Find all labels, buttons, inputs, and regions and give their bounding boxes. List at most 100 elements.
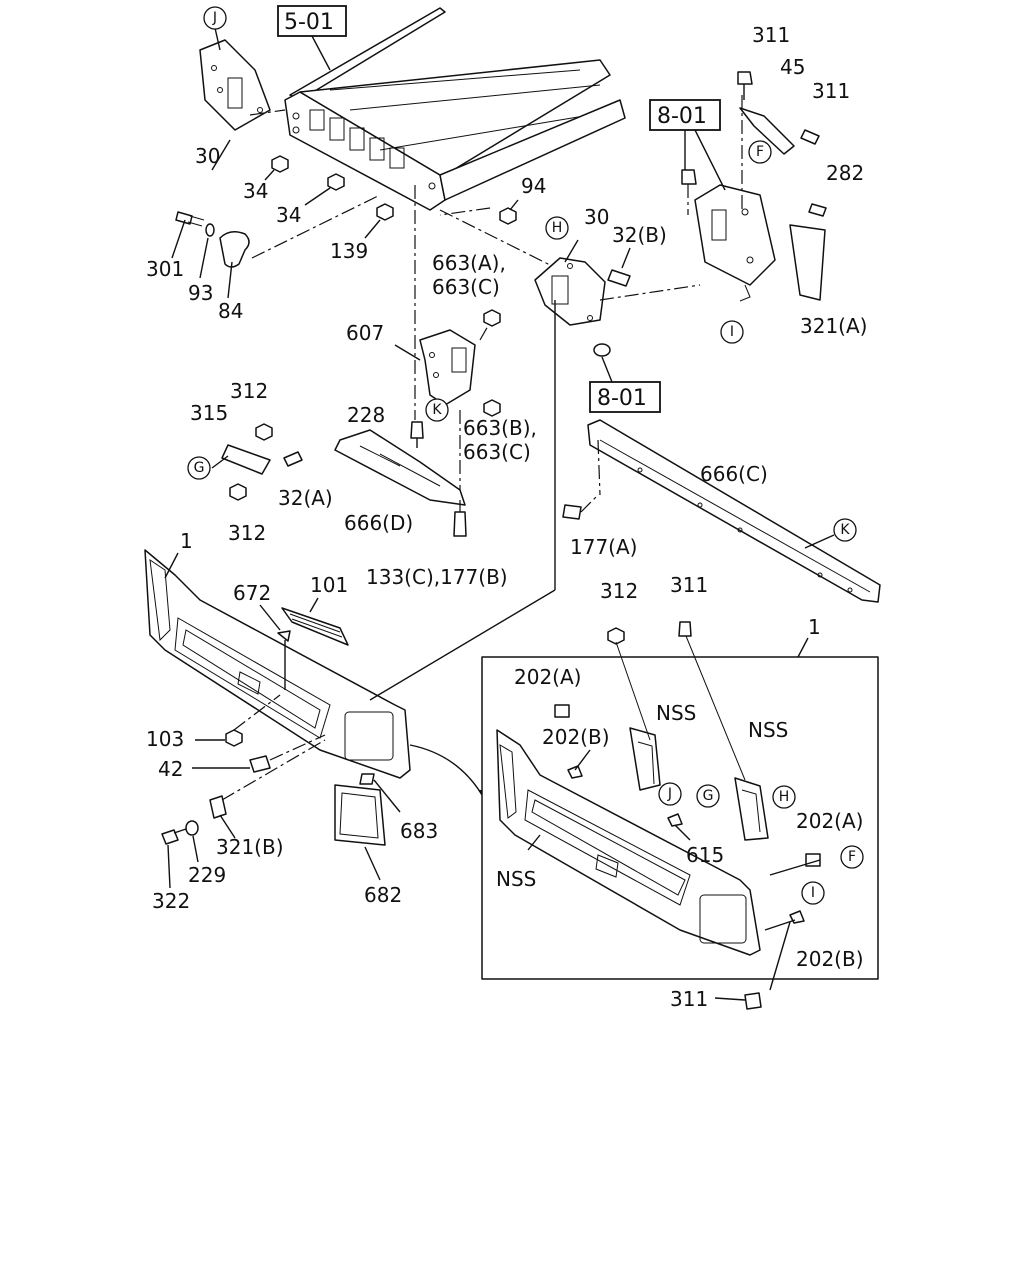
part-label-229: 229 <box>188 863 226 887</box>
part-label-177a: 177(A) <box>570 535 637 559</box>
bracket-315-assembly <box>211 423 303 501</box>
section-ref-frame-box <box>277 5 347 37</box>
part-label-315: 315 <box>190 401 228 425</box>
part-label-34-b: 34 <box>276 203 301 227</box>
bracket-mid-30 <box>534 239 701 590</box>
part-label-32a: 32(A) <box>278 486 333 510</box>
part-label-322: 322 <box>152 889 190 913</box>
part-label-311-right: 311 <box>812 79 850 103</box>
nut-139 <box>364 203 394 239</box>
part-label-139: 139 <box>330 239 368 263</box>
callout-K-beam: K <box>804 518 857 549</box>
part-label-228: 228 <box>347 403 385 427</box>
part-label-nss-1: NSS <box>656 701 696 725</box>
part-label-321a: 321(A) <box>800 314 867 338</box>
part-label-nss-2: NSS <box>748 718 788 742</box>
part-label-663bc-line1: 663(B), <box>463 416 537 440</box>
part-label-30-left: 30 <box>195 144 220 168</box>
part-label-311-top: 311 <box>752 23 790 47</box>
bolt-301-assembly <box>171 194 381 299</box>
washer-lower-801 <box>593 343 613 383</box>
bracket-607 <box>394 329 476 406</box>
part-label-607: 607 <box>346 321 384 345</box>
callout-I-top: I <box>720 320 744 344</box>
part-label-672: 672 <box>233 581 271 605</box>
clip-321b <box>209 739 326 839</box>
part-label-312-bot: 312 <box>228 521 266 545</box>
bolt-322 <box>161 828 187 889</box>
part-label-202a-top: 202(A) <box>514 665 581 689</box>
callout-I-inset-label: I <box>811 885 815 901</box>
callout-G-inset: G <box>696 784 720 808</box>
callout-F-top: F <box>748 140 772 164</box>
part-label-34-a: 34 <box>243 179 268 203</box>
part-label-93: 93 <box>188 281 213 305</box>
callout-J-top: J <box>203 6 227 30</box>
part-label-202b-top: 202(B) <box>542 725 610 749</box>
callout-H-top: H <box>545 216 569 240</box>
grille-main <box>144 549 411 779</box>
part-label-663bc-line2: 663(C) <box>463 440 531 464</box>
callout-G-inset-label: G <box>703 788 714 804</box>
bolt-42 <box>192 734 326 773</box>
nut-663a <box>479 309 501 341</box>
frame-682-683 <box>334 773 401 881</box>
part-label-nss-3: NSS <box>496 867 536 891</box>
section-ref-lower: 8-01 <box>597 386 647 411</box>
callout-J-inset: J <box>658 782 682 806</box>
part-label-683: 683 <box>400 819 438 843</box>
inset-clips <box>527 621 821 1010</box>
callout-J-inset-label: J <box>667 786 672 802</box>
callout-J-top-label: J <box>212 10 217 26</box>
callout-F-inset-label: F <box>848 849 856 865</box>
part-label-666d: 666(D) <box>344 511 413 535</box>
part-label-301: 301 <box>146 257 184 281</box>
part-label-663ac-line2: 663(C) <box>432 275 500 299</box>
callout-F-top-label: F <box>756 144 764 160</box>
callout-I-top-label: I <box>730 324 734 340</box>
part-label-133c-177b: 133(C),177(B) <box>366 565 508 589</box>
washer-229 <box>185 820 199 863</box>
bolt-32b <box>607 247 631 287</box>
part-label-311-bottom: 311 <box>670 987 708 1011</box>
callout-K-beam-label: K <box>840 522 850 538</box>
callout-G-left: G <box>187 456 211 480</box>
part-label-30-mid: 30 <box>584 205 609 229</box>
part-label-663ac-line1: 663(A), <box>432 251 506 275</box>
callout-H-inset-label: H <box>779 789 790 805</box>
callout-K-mid-label: K <box>432 402 442 418</box>
part-label-32b: 32(B) <box>612 223 667 247</box>
bracket-left-30 <box>199 27 286 171</box>
part-label-282: 282 <box>826 161 864 185</box>
part-label-321b: 321(B) <box>216 835 284 859</box>
grille-inset <box>496 729 761 956</box>
callout-H-inset: H <box>772 785 796 809</box>
part-label-202b-right: 202(B) <box>796 947 864 971</box>
part-label-1-inset: 1 <box>808 615 821 639</box>
part-label-682: 682 <box>364 883 402 907</box>
section-ref-upper-box <box>649 99 721 131</box>
nut-94 <box>439 199 519 225</box>
section-ref-lower-box <box>589 381 661 413</box>
nut-34-b <box>304 173 345 206</box>
section-ref-upper: 8-01 <box>657 104 707 129</box>
part-label-666c: 666(C) <box>700 462 768 486</box>
part-label-311-inset: 311 <box>670 573 708 597</box>
section-ref-frame: 5-01 <box>284 10 334 35</box>
nut-103 <box>195 694 281 747</box>
part-label-1-left: 1 <box>180 529 193 553</box>
part-label-45: 45 <box>780 55 805 79</box>
part-label-84: 84 <box>218 299 243 323</box>
frame-assembly: 5-01 <box>277 5 626 211</box>
part-label-103: 103 <box>146 727 184 751</box>
part-label-312-top: 312 <box>230 379 268 403</box>
callout-I-inset: I <box>801 881 825 905</box>
part-label-101: 101 <box>310 573 348 597</box>
callout-H-top-label: H <box>552 220 563 236</box>
beam-666c <box>562 419 881 603</box>
part-label-94: 94 <box>521 174 546 198</box>
part-label-312-inset: 312 <box>600 579 638 603</box>
nut-663b <box>483 399 501 417</box>
